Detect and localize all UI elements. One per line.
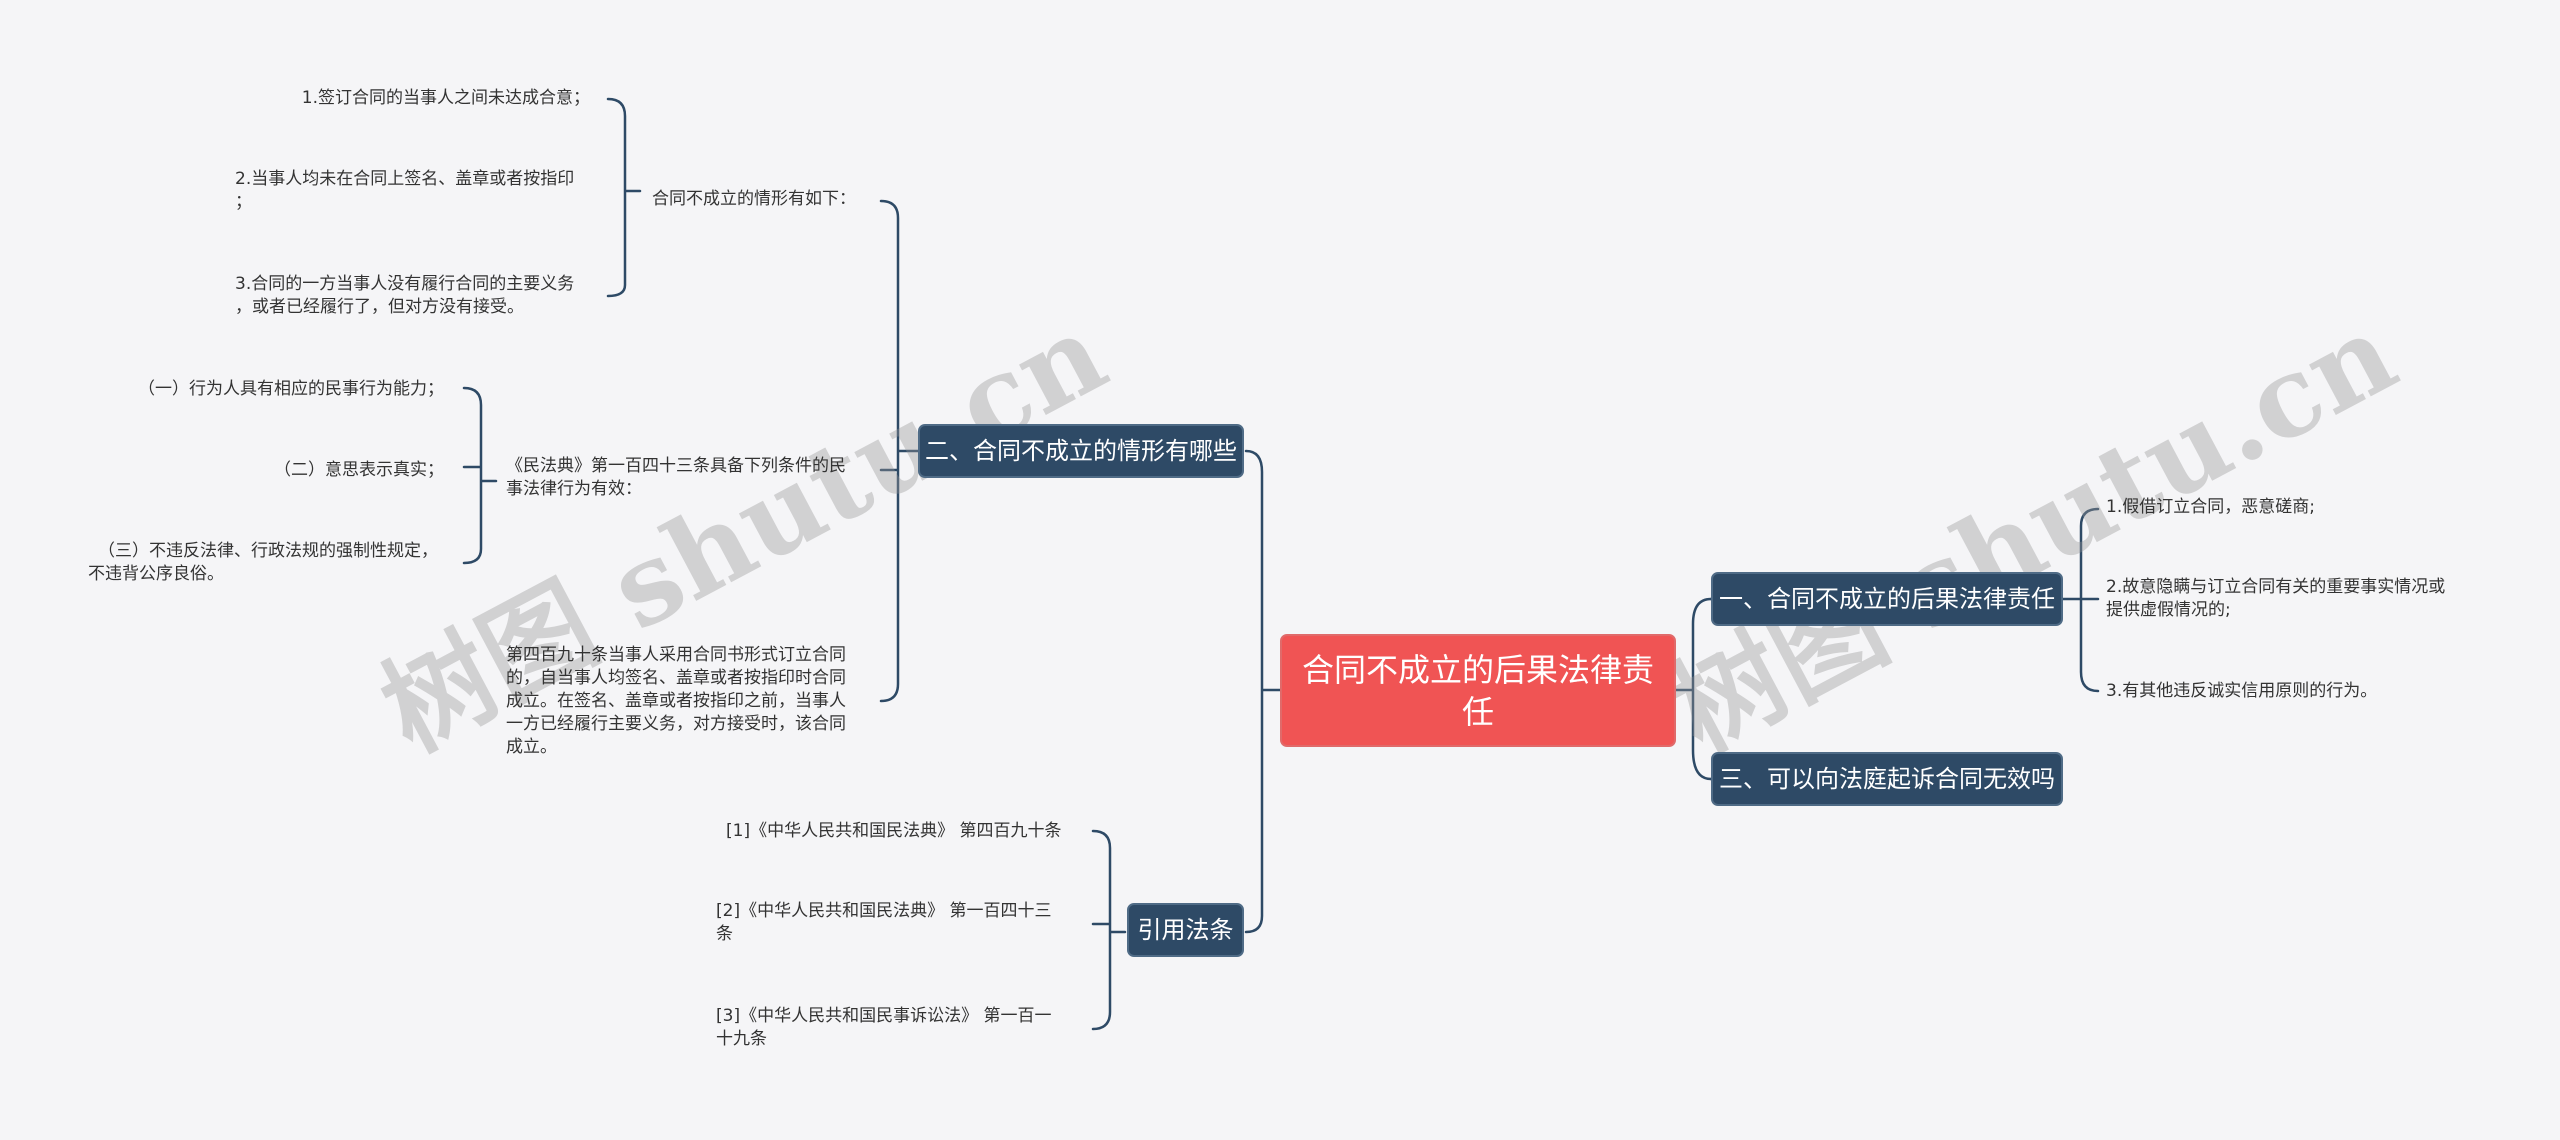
root-title: 合同不成立的后果法律责任 xyxy=(1302,650,1655,731)
sub-node-civil-code-143[interactable]: 《民法典》第一百四十三条具备下列条件的民 事法律行为有效： xyxy=(506,455,846,501)
leaf-text: 3.合同的一方当事人没有履行合同的主要义务 xyxy=(235,274,575,294)
leaf-condition-2[interactable]: （二）意思表示真实； xyxy=(180,459,444,482)
sub-node-civil-code-490[interactable]: 第四百九十条当事人采用合同书形式订立合同 的，自当事人均签名、盖章或者按指印时合… xyxy=(506,644,846,759)
leaf-text: [1]《中华人民共和国民法典》 第四百九十条 xyxy=(726,821,1062,841)
leaf-text: 不违背公序良俗。 xyxy=(88,564,224,584)
leaf-text: 第四百九十条当事人采用合同书形式订立合同 xyxy=(506,645,846,665)
link-b2-leaves xyxy=(879,199,920,703)
link-b1-leaves xyxy=(2061,507,2100,693)
branch-node-cited-laws[interactable]: 引用法条 xyxy=(1127,903,1244,957)
leaf-text: [2]《中华人民共和国民法典》 第一百四十三 xyxy=(716,901,1052,921)
link-root-left xyxy=(1244,449,1282,934)
leaf-consequence-2[interactable]: 2.故意隐瞒与订立合同有关的重要事实情况或 提供虚假情况的; xyxy=(2106,576,2445,622)
leaf-law-ref-2[interactable]: [2]《中华人民共和国民法典》 第一百四十三 条 xyxy=(716,900,1051,946)
leaf-consequence-3[interactable]: 3.有其他违反诚实信用原则的行为。 xyxy=(2106,680,2377,703)
leaf-text: 十九条 xyxy=(716,1029,767,1049)
leaf-text: 条 xyxy=(716,924,733,944)
leaf-situation-2[interactable]: 2.当事人均未在合同上签名、盖章或者按指印 ； xyxy=(235,168,574,214)
sub-node-situations-list[interactable]: 合同不成立的情形有如下： xyxy=(652,188,856,211)
link-sub2-items xyxy=(462,386,498,565)
leaf-text: （一）行为人具有相应的民事行为能力； xyxy=(138,379,444,399)
leaf-law-ref-1[interactable]: [1]《中华人民共和国民法典》 第四百九十条 xyxy=(726,820,1061,843)
branch-label: 三、可以向法庭起诉合同无效吗 xyxy=(1719,765,2055,793)
leaf-text: 的，自当事人均签名、盖章或者按指印时合同 xyxy=(506,668,846,688)
leaf-text: 1.签订合同的当事人之间未达成合意； xyxy=(301,88,590,108)
root-node[interactable]: 合同不成立的后果法律责任 xyxy=(1280,634,1676,747)
branch-node-consequences[interactable]: 一、合同不成立的后果法律责任 xyxy=(1711,572,2063,626)
link-b4-items xyxy=(1091,829,1127,1031)
leaf-text: 一方已经履行主要义务，对方接受时，该合同 xyxy=(506,714,846,734)
leaf-condition-3[interactable]: （三）不违反法律、行政法规的强制性规定， 不违背公序良俗。 xyxy=(88,540,438,586)
branch-label: 二、合同不成立的情形有哪些 xyxy=(925,437,1237,465)
branch-label: 一、合同不成立的后果法律责任 xyxy=(1719,585,2055,613)
leaf-text: 成立。 xyxy=(506,737,557,757)
leaf-condition-1[interactable]: （一）行为人具有相应的民事行为能力； xyxy=(110,378,444,401)
branch-label: 引用法条 xyxy=(1137,916,1234,944)
leaf-text: 《民法典》第一百四十三条具备下列条件的民 xyxy=(506,456,846,476)
leaf-consequence-1[interactable]: 1.假借订立合同，恶意磋商; xyxy=(2106,496,2315,519)
leaf-situation-1[interactable]: 1.签订合同的当事人之间未达成合意； xyxy=(292,87,590,110)
link-root-right xyxy=(1674,597,1713,781)
leaf-text: 2.故意隐瞒与订立合同有关的重要事实情况或 xyxy=(2106,577,2446,597)
branch-node-situations[interactable]: 二、合同不成立的情形有哪些 xyxy=(918,424,1244,478)
leaf-text: 2.当事人均未在合同上签名、盖章或者按指印 xyxy=(235,169,575,189)
leaf-text: （三）不违反法律、行政法规的强制性规定， xyxy=(98,541,438,561)
leaf-text: 合同不成立的情形有如下： xyxy=(652,189,856,209)
link-sub1-items xyxy=(606,97,642,298)
leaf-text: 事法律行为有效： xyxy=(506,479,642,499)
leaf-text: [3]《中华人民共和国民事诉讼法》 第一百一 xyxy=(716,1006,1052,1026)
leaf-text: （二）意思表示真实； xyxy=(274,460,444,480)
leaf-text: 1.假借订立合同，恶意磋商; xyxy=(2106,497,2315,517)
leaf-text: ； xyxy=(235,192,252,212)
leaf-text: 成立。在签名、盖章或者按指印之前，当事人 xyxy=(506,691,846,711)
leaf-law-ref-3[interactable]: [3]《中华人民共和国民事诉讼法》 第一百一 十九条 xyxy=(716,1005,1051,1051)
leaf-text: 3.有其他违反诚实信用原则的行为。 xyxy=(2106,681,2378,701)
leaf-text: ，或者已经履行了，但对方没有接受。 xyxy=(235,297,524,317)
leaf-text: 提供虚假情况的; xyxy=(2106,600,2231,620)
leaf-situation-3[interactable]: 3.合同的一方当事人没有履行合同的主要义务 ，或者已经履行了，但对方没有接受。 xyxy=(235,273,574,319)
branch-node-can-sue[interactable]: 三、可以向法庭起诉合同无效吗 xyxy=(1711,752,2063,806)
